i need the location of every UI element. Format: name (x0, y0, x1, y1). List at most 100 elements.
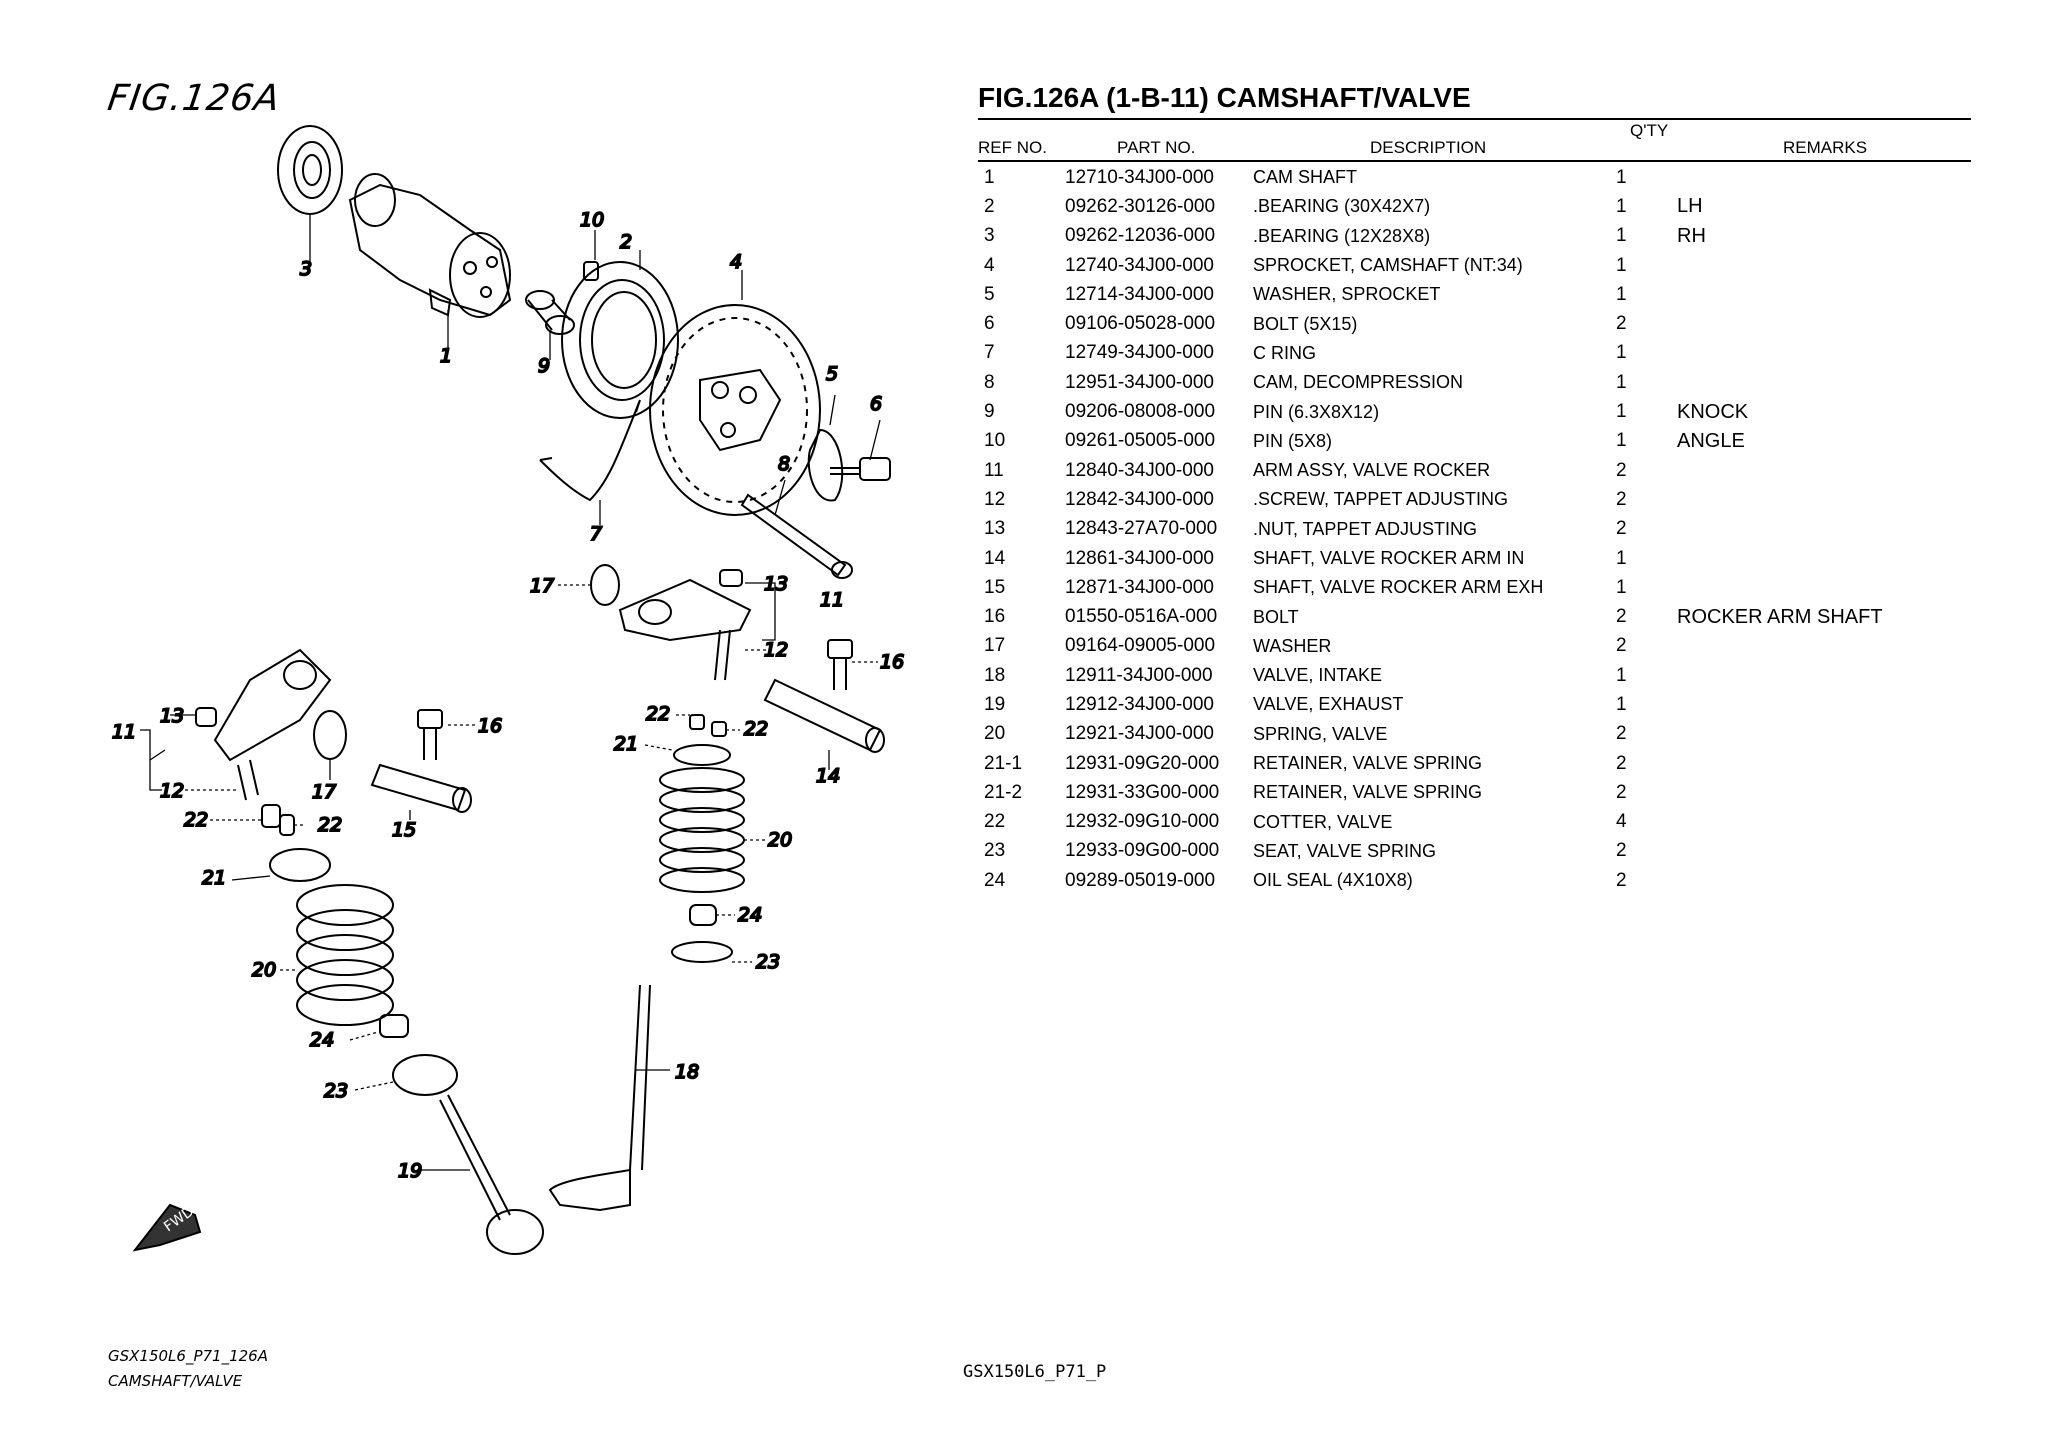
remarks-cell (1677, 251, 1927, 280)
callout-12b: 12 (160, 780, 184, 802)
description-cell: BOLT (5X15) (1253, 313, 1358, 334)
part-number-cell: 12932-09G10-000 (1065, 811, 1220, 833)
bearing-lh-drawing (561, 261, 679, 419)
sprocket-washer-drawing (807, 428, 844, 502)
header-rule (978, 160, 1971, 162)
qty-cell: 4 (1616, 811, 1627, 833)
description-cell: SEAT, VALVE SPRING (1253, 840, 1437, 861)
description-cell: BOLT (1253, 606, 1299, 627)
header-remarks: REMARKS (1783, 138, 1868, 157)
spring-seat-in-drawing (671, 941, 733, 963)
qty-cell: 1 (1616, 371, 1627, 393)
callout-3: 3 (300, 258, 312, 280)
part-number-cell: 12749-34J00-000 (1065, 342, 1214, 364)
description-cell: SPROCKET, CAMSHAFT (NT:34) (1253, 255, 1523, 276)
ref-cell: 12 (984, 488, 1006, 510)
description-cell: COTTER, VALVE (1253, 811, 1393, 832)
ref-cell: 21-2 (984, 781, 1023, 803)
remarks-cell (1677, 808, 1927, 837)
part-number-cell: 09262-30126-000 (1065, 195, 1216, 217)
callout-17a: 17 (530, 575, 554, 597)
ref-cell: 20 (984, 723, 1006, 745)
ref-cell: 4 (984, 254, 995, 276)
part-number-cell: 12931-09G20-000 (1065, 752, 1220, 774)
ref-cell: 1 (984, 166, 995, 188)
rocker-shaft-in-drawing (763, 678, 885, 753)
qty-cell: 2 (1616, 606, 1627, 628)
description-cell: CAM SHAFT (1253, 167, 1358, 188)
callout-20a: 20 (768, 829, 792, 851)
ref-cell: 22 (984, 811, 1006, 833)
callout-22c: 22 (184, 809, 208, 831)
callout-12a: 12 (764, 639, 788, 661)
pin-angle-drawing (583, 261, 599, 281)
qty-cell: 1 (1616, 166, 1627, 188)
callout-24b: 24 (310, 1029, 334, 1051)
description-cell: C RING (1253, 342, 1316, 363)
oil-seal-exh-drawing (379, 1014, 409, 1038)
qty-cell: 2 (1616, 723, 1627, 745)
header-ref-no: REF NO. (978, 138, 1047, 157)
part-number-cell: 12912-34J00-000 (1065, 693, 1214, 715)
callout-21a: 21 (614, 733, 638, 755)
ref-cell: 9 (984, 401, 995, 423)
footer-page-code: GSX150L6_P71_P (963, 1362, 1107, 1382)
part-number-cell: 12842-34J00-000 (1065, 488, 1214, 510)
description-cell: SHAFT, VALVE ROCKER ARM EXH (1253, 577, 1544, 598)
ref-cell: 8 (984, 371, 995, 393)
header-description: DESCRIPTION (1370, 138, 1487, 157)
qty-cell: 1 (1616, 664, 1627, 686)
description-cell: RETAINER, VALVE SPRING (1253, 753, 1483, 774)
remarks-cell (1677, 661, 1927, 690)
remarks-cell (1677, 515, 1927, 544)
callout-22b: 22 (744, 718, 768, 740)
callout-16b: 16 (478, 715, 502, 737)
intake-valve-drawing (548, 984, 651, 1212)
part-number-cell: 09106-05028-000 (1065, 313, 1216, 335)
remarks-cell: ANGLE (1677, 429, 1745, 452)
spring-seat-exh-drawing (392, 1054, 458, 1096)
exhaust-valve-drawing (439, 1094, 544, 1255)
ref-cell: 13 (984, 518, 1006, 540)
part-number-cell: 09261-05005-000 (1065, 430, 1216, 452)
spring-retainer-left-drawing (269, 848, 331, 882)
ref-cell: 3 (984, 225, 995, 247)
ref-cell: 14 (984, 547, 1006, 569)
description-cell: WASHER (1253, 635, 1332, 656)
washer-left-drawing (313, 710, 347, 760)
callout-24a: 24 (738, 904, 762, 926)
callout-21b: 21 (202, 867, 226, 889)
callout-18: 18 (675, 1061, 699, 1083)
qty-cell: 1 (1616, 547, 1627, 569)
qty-cell: 2 (1616, 518, 1627, 540)
callout-17b: 17 (312, 781, 336, 803)
footer-figure-code: GSX150L6_P71_126A (108, 1347, 268, 1365)
rocker-shaft-exh-drawing (370, 763, 472, 813)
callout-11b: 11 (112, 721, 136, 743)
remarks-cell (1677, 485, 1927, 514)
qty-cell: 1 (1616, 693, 1627, 715)
description-cell: .BEARING (30X42X7) (1253, 196, 1431, 217)
header-part-no: PART NO. (1117, 138, 1196, 157)
part-number-cell: 12710-34J00-000 (1065, 166, 1214, 188)
qty-cell: 1 (1616, 225, 1627, 247)
description-cell: RETAINER, VALVE SPRING (1253, 782, 1483, 803)
remarks-cell (1677, 368, 1927, 397)
callout-16a: 16 (880, 651, 904, 673)
callout-6: 6 (870, 393, 882, 415)
ref-cell: 15 (984, 576, 1006, 598)
remarks-cell (1677, 778, 1927, 807)
description-cell: ARM ASSY, VALVE ROCKER (1253, 460, 1491, 481)
